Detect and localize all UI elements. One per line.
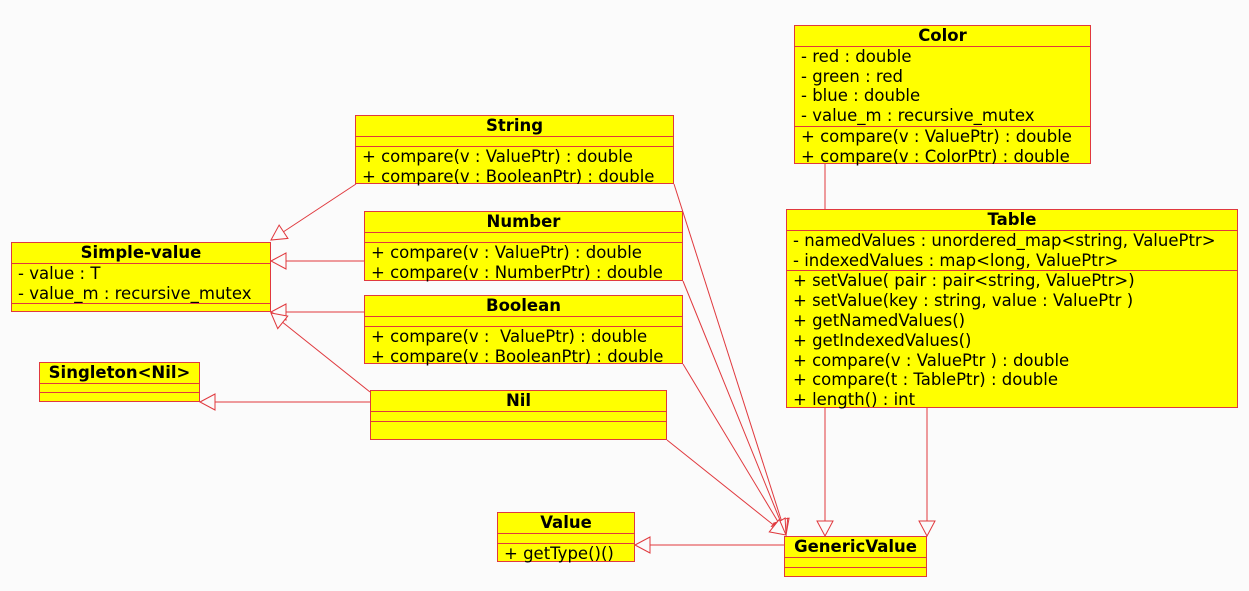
- attributes-compartment: - value : T- value_m : recursive_mutex: [12, 264, 270, 305]
- operation: + getNamedValues(): [793, 310, 966, 330]
- operation: + compare(v : ValuePtr) : double: [371, 326, 648, 346]
- operations-compartment: + compare(v : ValuePtr) : double+ compar…: [365, 327, 682, 367]
- operations-compartment: + compare(v : ValuePtr) : double+ compar…: [795, 127, 1090, 167]
- class-simple-value[interactable]: Simple-value- value : T- value_m : recur…: [11, 242, 271, 312]
- attribute: - value_m : recursive_mutex: [801, 106, 1035, 126]
- string-to-simple-value-arrowhead: [270, 224, 289, 241]
- string-to-simple-value-line: [283, 183, 357, 233]
- operation: + compare(v : BooleanPtr) : double: [371, 346, 664, 366]
- attributes-compartment: [365, 233, 682, 243]
- operations-compartment: [12, 304, 270, 314]
- attribute: - value : T: [18, 263, 101, 283]
- attribute: - namedValues : unordered_map<string, Va…: [793, 230, 1216, 250]
- class-name: Table: [787, 210, 1237, 231]
- operation: + compare(v : ValuePtr ) : double: [793, 350, 1070, 370]
- operation: + compare(v : BooleanPtr) : double: [362, 166, 655, 186]
- operation: + getIndexedValues(): [793, 330, 972, 350]
- number-to-simple-value-arrowhead: [269, 252, 287, 270]
- class-name: Value: [498, 513, 634, 534]
- class-table[interactable]: Table- namedValues : unordered_map<strin…: [786, 209, 1238, 410]
- class-number[interactable]: Number + compare(v : ValuePtr) : double+ …: [364, 211, 683, 283]
- class-name: String: [356, 116, 673, 137]
- operations-compartment: + setValue( pair : pair<string, ValuePtr…: [787, 271, 1237, 410]
- operation: + compare(v : ValuePtr) : double: [371, 242, 642, 262]
- operation: + setValue(key : string, value : ValuePt…: [793, 291, 1134, 311]
- generic-value-to-value-arrowhead: [633, 536, 651, 554]
- class-name: Boolean: [365, 296, 682, 317]
- operation: + compare(v : ValuePtr) : double: [362, 146, 633, 166]
- class-name: Number: [365, 212, 682, 233]
- operation: + length() : int: [793, 390, 916, 410]
- operation: + getType()(): [504, 543, 614, 563]
- nil-to-simple-value-arrowhead: [270, 312, 289, 330]
- class-name: Simple-value: [12, 243, 270, 264]
- operations-compartment: [371, 422, 666, 432]
- string-to-generic-value-line: [673, 183, 782, 521]
- number-to-generic-value-line: [682, 280, 781, 522]
- attribute: - blue : double: [801, 86, 921, 106]
- nil-to-singleton-arrowhead: [198, 393, 216, 411]
- class-string[interactable]: String + compare(v : ValuePtr) : double+ …: [355, 115, 674, 187]
- class-name: GenericValue: [785, 537, 926, 558]
- operation: + compare(v : ValuePtr) : double: [801, 126, 1072, 146]
- table-to-generic-value-right-arrowhead: [918, 520, 936, 538]
- class-name: Singleton<Nil>: [40, 363, 199, 384]
- class-name: Color: [795, 26, 1090, 47]
- attribute: - green : red: [801, 66, 903, 86]
- attributes-compartment: [40, 384, 199, 393]
- attributes-compartment: - namedValues : unordered_map<string, Va…: [787, 231, 1237, 272]
- attribute: - indexedValues : map<long, ValuePtr>: [793, 250, 1119, 270]
- operations-compartment: [785, 568, 926, 578]
- attributes-compartment: [498, 534, 634, 544]
- operations-compartment: [40, 393, 199, 402]
- operation: + compare(v : ColorPtr) : double: [801, 146, 1070, 166]
- operation: + compare(v : NumberPtr) : double: [371, 262, 663, 282]
- boolean-to-generic-value-line: [682, 363, 779, 523]
- operations-compartment: + getType()(): [498, 544, 634, 564]
- attributes-compartment: [371, 412, 666, 422]
- class-boolean[interactable]: Boolean + compare(v : ValuePtr) : double+…: [364, 295, 683, 367]
- attributes-compartment: [356, 137, 673, 147]
- operations-compartment: + compare(v : ValuePtr) : double+ compar…: [365, 243, 682, 283]
- attribute: - value_m : recursive_mutex: [18, 283, 252, 303]
- class-generic-value[interactable]: GenericValue: [784, 536, 927, 577]
- attributes-compartment: [365, 317, 682, 327]
- class-nil[interactable]: Nil: [370, 390, 667, 440]
- class-singleton-nil[interactable]: Singleton<Nil>: [39, 362, 200, 402]
- class-color[interactable]: Color- red : double- green : red- blue :…: [794, 25, 1091, 167]
- nil-to-simple-value-line: [282, 321, 371, 393]
- nil-to-generic-value-line: [666, 439, 775, 527]
- operation: + setValue( pair : pair<string, ValuePtr…: [793, 271, 1135, 291]
- operations-compartment: + compare(v : ValuePtr) : double+ compar…: [356, 147, 673, 187]
- class-name: Nil: [371, 391, 666, 412]
- attributes-compartment: - red : double- green : red- blue : doub…: [795, 47, 1090, 127]
- operation: + compare(t : TablePtr) : double: [793, 370, 1059, 390]
- class-value[interactable]: Value + getType()(): [497, 512, 635, 564]
- table-to-generic-value-left-arrowhead: [816, 520, 834, 538]
- attribute: - red : double: [801, 46, 912, 66]
- attributes-compartment: [785, 558, 926, 568]
